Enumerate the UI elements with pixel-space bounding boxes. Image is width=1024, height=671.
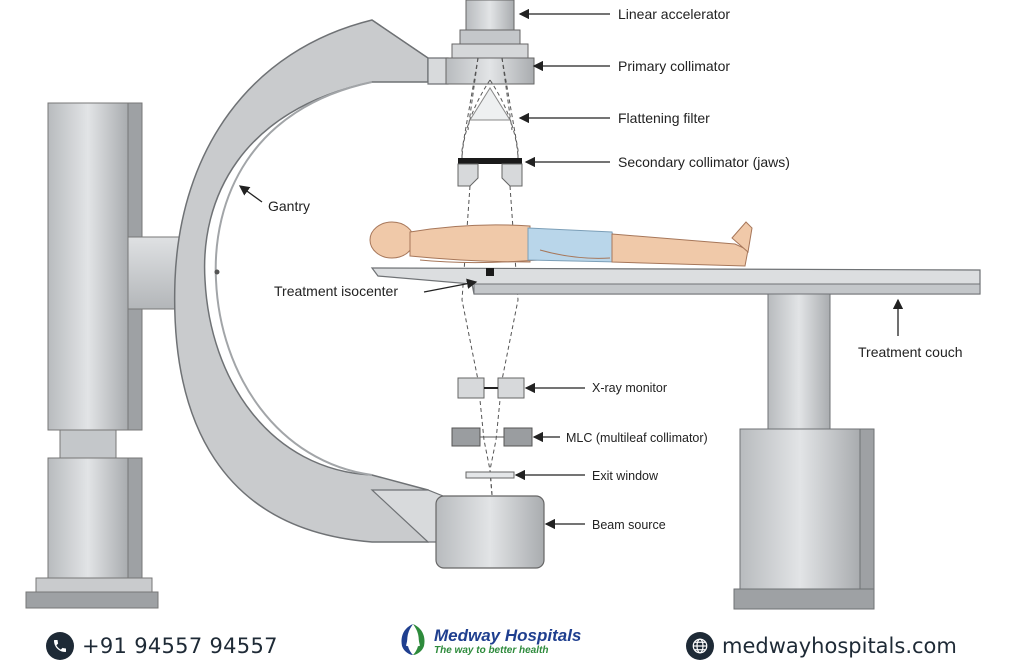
globe-icon bbox=[686, 632, 714, 660]
label-mlc: MLC (multileaf collimator) bbox=[566, 431, 708, 445]
website-link[interactable]: medwayhospitals.com bbox=[686, 632, 957, 660]
xray-monitor bbox=[458, 378, 524, 398]
label-treatment-isocenter: Treatment isocenter bbox=[274, 283, 398, 299]
beam-source bbox=[436, 496, 544, 568]
medway-logo-icon bbox=[398, 622, 428, 661]
label-linear-accelerator: Linear accelerator bbox=[618, 6, 730, 22]
label-flattening-filter: Flattening filter bbox=[618, 110, 710, 126]
label-xray-monitor: X-ray monitor bbox=[592, 381, 667, 395]
footer-bar: +91 94557 94557 Medway Hospitals The way… bbox=[0, 612, 1024, 671]
label-gantry: Gantry bbox=[268, 198, 310, 214]
label-beam-source: Beam source bbox=[592, 518, 666, 532]
brand-name: Medway Hospitals bbox=[434, 627, 581, 645]
label-primary-collimator: Primary collimator bbox=[618, 58, 730, 74]
mlc-block bbox=[452, 428, 532, 446]
label-treatment-couch: Treatment couch bbox=[858, 344, 963, 360]
label-exit-window: Exit window bbox=[592, 469, 659, 483]
gantry-stand bbox=[26, 103, 190, 608]
linear-accelerator bbox=[446, 0, 534, 84]
secondary-collimator bbox=[458, 158, 522, 186]
brand-logo[interactable]: Medway Hospitals The way to better healt… bbox=[398, 622, 581, 661]
website-url: medwayhospitals.com bbox=[722, 634, 957, 658]
phone-contact[interactable]: +91 94557 94557 bbox=[46, 632, 278, 660]
flattening-filter bbox=[470, 88, 510, 120]
linac-diagram: Linear accelerator Primary collimator Fl… bbox=[0, 0, 1024, 612]
exit-window bbox=[466, 472, 514, 478]
label-secondary-collimator: Secondary collimator (jaws) bbox=[618, 154, 790, 170]
phone-icon bbox=[46, 632, 74, 660]
brand-tagline: The way to better health bbox=[434, 645, 581, 657]
gantry-arm bbox=[175, 20, 448, 542]
phone-number: +91 94557 94557 bbox=[82, 634, 278, 658]
